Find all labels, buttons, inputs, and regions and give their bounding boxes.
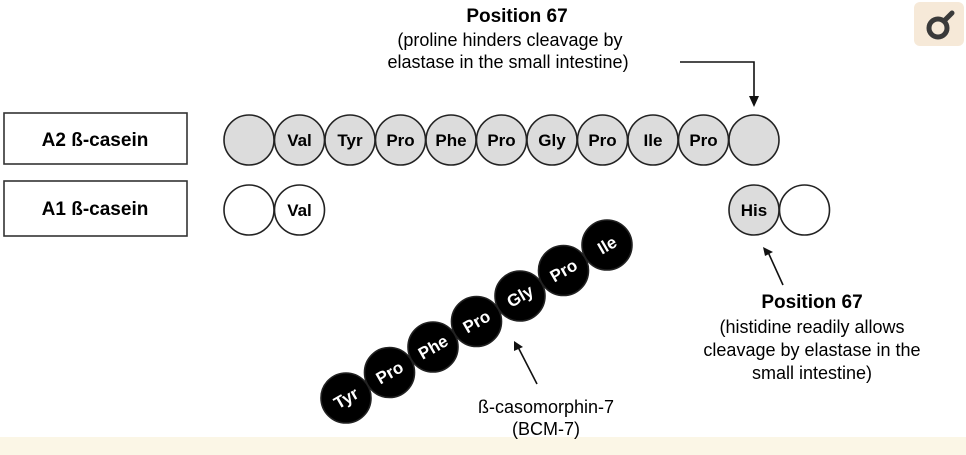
bcm7-residue: Tyr (320, 372, 372, 424)
bcm7-label-line1: ß-casomorphin-7 (478, 397, 614, 417)
bcm7-residue-circle (537, 244, 590, 297)
a1-label: A1 ß-casein (42, 199, 149, 220)
a2-residue: Tyr (324, 114, 376, 166)
female-symbol-icon[interactable] (914, 2, 964, 46)
a2-label: A2 ß-casein (42, 130, 149, 151)
a1-residue (223, 184, 275, 236)
bcm7-residue-circle (407, 321, 459, 373)
top-annotation: Position 67 (proline hinders cleavage by… (387, 6, 628, 72)
a1-residue (778, 184, 831, 236)
a2-residue (223, 114, 275, 166)
a2-residue-label: Gly (538, 131, 566, 150)
a2-residue-label: Pro (487, 131, 515, 150)
top-annotation-title: Position 67 (466, 6, 567, 27)
a1-residue-label: His (741, 201, 767, 220)
bcm7-residue: Pro (450, 295, 503, 348)
a2-residue-label: Phe (435, 131, 466, 150)
a1-chain: Val His (223, 184, 831, 236)
bcm7-label-line2: (BCM-7) (512, 419, 580, 439)
bcm7-residue-circle (363, 346, 416, 399)
a2-residue: Gly (526, 114, 578, 166)
a1-residue-circle (778, 184, 831, 236)
a2-residue: Phe (425, 114, 477, 166)
bcm7-residue: Phe (407, 321, 459, 373)
bcm7-residue: Pro (537, 244, 590, 297)
a2-residue: Pro (475, 114, 528, 166)
a2-residue-label: Val (287, 131, 312, 150)
bottom-annotation: Position 67 (histidine readily allows cl… (703, 292, 920, 383)
a1-residue: Val (273, 184, 326, 236)
bottom-annotation-title: Position 67 (761, 292, 862, 313)
a1-residue-circle (273, 184, 326, 236)
a2-residue-circle (223, 114, 275, 166)
a2-residue-label: Pro (588, 131, 616, 150)
bcm7-residue: Gly (494, 270, 546, 322)
a1-residue-label: Val (287, 201, 312, 220)
bcm7-residue-circle (450, 295, 503, 348)
bcm7-residue: Ile (581, 219, 633, 271)
bottom-annotation-line2: cleavage by elastase in the (703, 340, 920, 360)
top-annotation-line1: (proline hinders cleavage by (397, 30, 622, 50)
a2-residue-label: Ile (644, 131, 663, 150)
a1-residue-circle (223, 184, 275, 236)
a2-residue: Val (273, 114, 326, 166)
bcm7-residue-circle (494, 270, 546, 322)
his-arrow (763, 247, 784, 286)
a2-residue (728, 114, 780, 166)
bcm7-label: ß-casomorphin-7 (BCM-7) (478, 397, 614, 439)
bottom-annotation-line3: small intestine) (752, 363, 872, 383)
bcm7-residue-circle (581, 219, 633, 271)
top-annotation-line2: elastase in the small intestine) (387, 52, 628, 72)
a2-residue-label: Tyr (337, 131, 363, 150)
a1-residue: His (728, 184, 780, 236)
a2-residue: Ile (627, 114, 679, 166)
a2-residue: Pro (576, 114, 629, 166)
top-arrow (680, 61, 759, 107)
a2-residue-label: Pro (689, 131, 717, 150)
a2-residue: Pro (374, 114, 427, 166)
a2-chain: Val Tyr Pro Phe Pro Gly Pro Ile Pro (223, 114, 780, 166)
bottom-band (0, 437, 966, 455)
bcm7-residue-circle (320, 372, 372, 424)
bcm7-residue: Pro (363, 346, 416, 399)
bcm7-arrow (514, 341, 538, 385)
a2-residue-label: Pro (386, 131, 414, 150)
bottom-annotation-line1: (histidine readily allows (719, 317, 904, 337)
a2-residue-circle (728, 114, 780, 166)
a2-label-box: A2 ß-casein (3, 112, 188, 165)
a1-label-box: A1 ß-casein (3, 180, 188, 237)
a2-residue: Pro (677, 114, 730, 166)
